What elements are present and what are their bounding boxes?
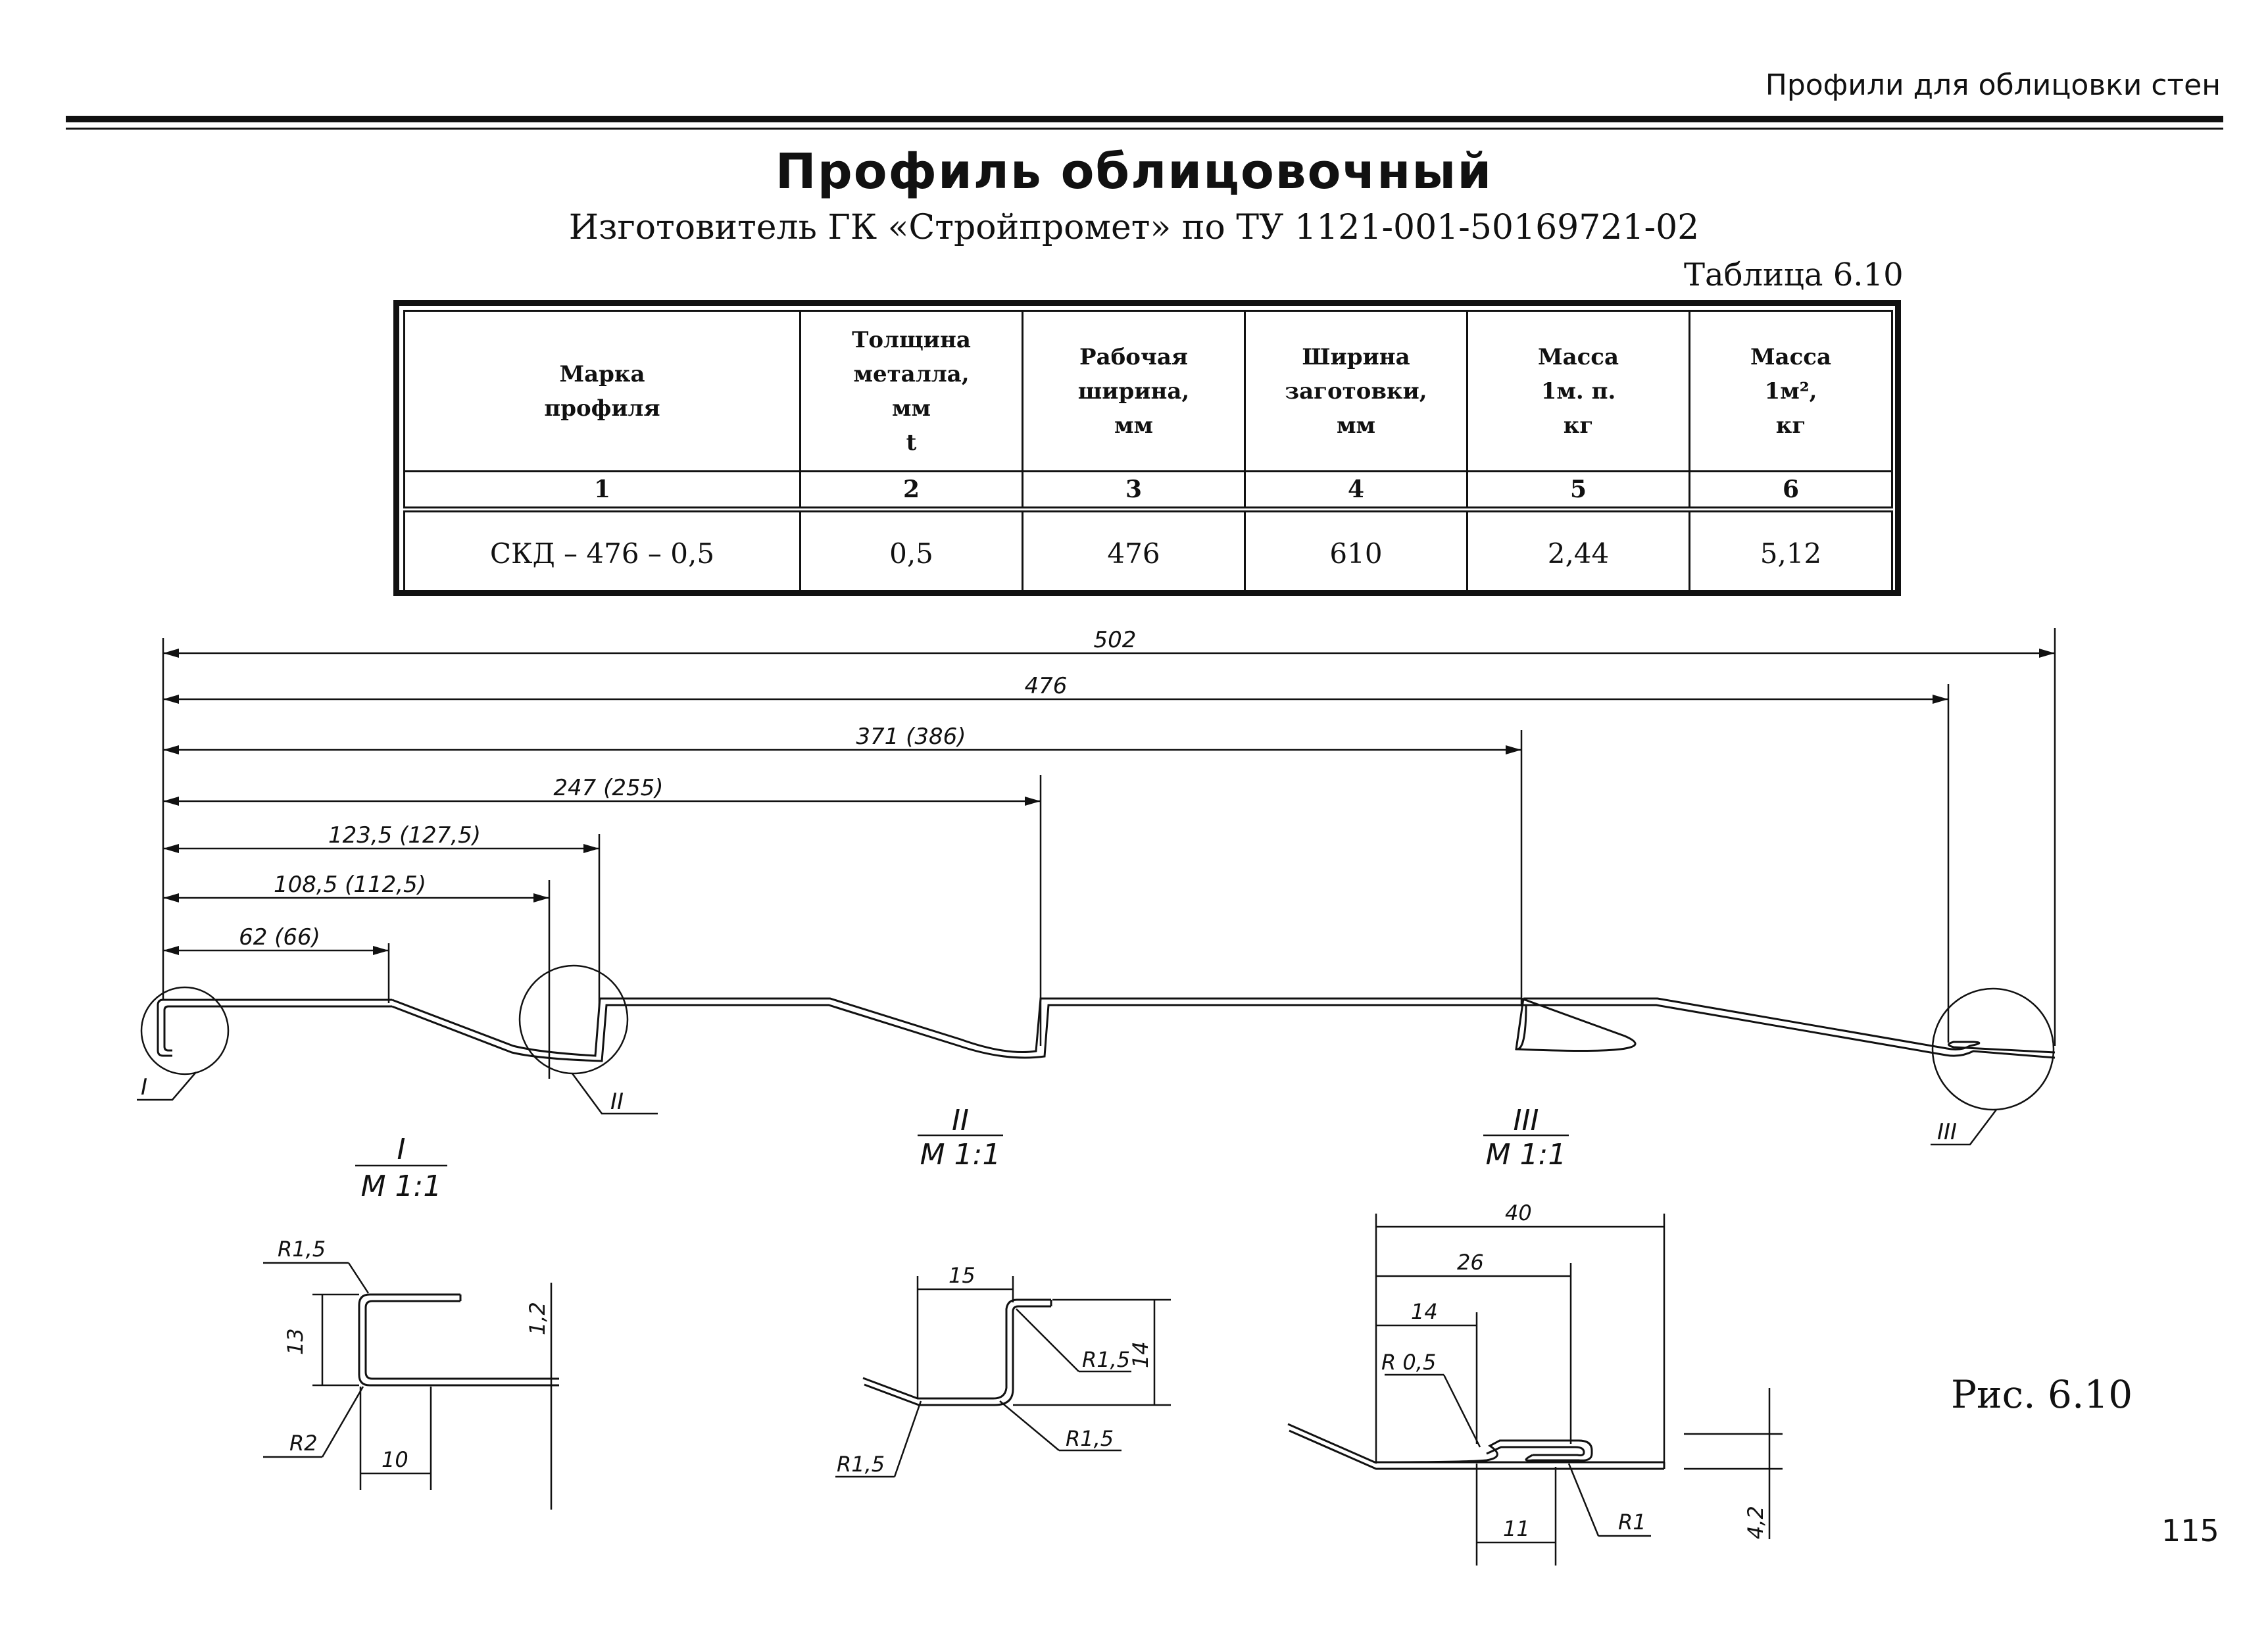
dimension-lines <box>163 652 2055 952</box>
detail-III-r0-5: R 0,5 <box>1381 1350 1436 1375</box>
detail-II-14: 14 <box>1128 1341 1153 1368</box>
column-number: 3 <box>1022 470 1246 510</box>
callout-circle-I <box>140 986 230 1075</box>
header-rule-thick <box>66 116 2223 122</box>
dim-123-5: 123,5 (127,5) <box>328 822 481 849</box>
running-title: Профили для облицовки стен <box>1765 68 2221 102</box>
detail-II-15: 15 <box>949 1263 975 1288</box>
detail-III-drawing <box>1287 1423 1665 1470</box>
detail-I-scale: M 1:1 <box>361 1170 442 1203</box>
detail-II-scale: M 1:1 <box>920 1138 1001 1172</box>
detail-III-14: 14 <box>1411 1299 1438 1324</box>
profile-outline <box>157 997 2056 1062</box>
dim-247: 247 (255) <box>553 775 663 801</box>
extension-lines <box>162 628 2056 1079</box>
detail-II-r1-5-top: R1,5 <box>1082 1347 1130 1372</box>
cell-blank-width: 610 <box>1244 508 1468 596</box>
dimension-texts: 502 476 371 (386) 247 (255) 123,5 (127,5… <box>239 627 1136 950</box>
detail-III-40: 40 <box>1505 1200 1532 1225</box>
table-column-numbers-row: 1 2 3 4 5 6 <box>403 470 1893 510</box>
detail-II-numeral: II <box>952 1104 969 1137</box>
detail-III-scale: M 1:1 <box>1486 1138 1567 1172</box>
detail-III-4-2: 4,2 <box>1743 1506 1768 1539</box>
detail-I-dimensions <box>263 1262 559 1510</box>
detail-I-1-2: 1,2 <box>525 1302 550 1335</box>
dim-62: 62 (66) <box>239 924 320 950</box>
detail-I-numeral: I <box>397 1133 406 1166</box>
detail-III-11: 11 <box>1503 1516 1530 1541</box>
header-rule-thin <box>66 128 2223 130</box>
table-row: СКД – 476 – 0,5 0,5 476 610 2,44 5,12 <box>403 508 1893 596</box>
detail-callouts <box>137 964 2055 1146</box>
page-number: 115 <box>2161 1513 2219 1548</box>
page-title: Профиль облицовочный <box>775 143 1493 200</box>
column-number: 5 <box>1466 470 1690 510</box>
column-number: 6 <box>1689 470 1893 510</box>
detail-I-13: 13 <box>283 1328 308 1355</box>
detail-I-drawing <box>358 1293 559 1387</box>
cell-metal-thickness: 0,5 <box>799 508 1023 596</box>
cell-working-width: 476 <box>1022 508 1246 596</box>
dim-371: 371 (386) <box>856 724 966 750</box>
callout-circle-III <box>1931 987 2055 1111</box>
detail-II-r1-5-left: R1,5 <box>837 1452 885 1477</box>
callout-label-I: I <box>141 1074 147 1100</box>
dimension-arrows <box>163 649 2055 955</box>
detail-II-r1-5-bottom: R1,5 <box>1066 1426 1114 1451</box>
table-caption: Таблица 6.10 <box>1684 257 1904 293</box>
detail-I-r1-5: R1,5 <box>278 1237 326 1262</box>
page-subtitle: Изготовитель ГК «Стройпромет» по ТУ 1121… <box>568 208 1700 247</box>
detail-III-dimensions <box>1375 1214 1783 1566</box>
detail-III-r1: R1 <box>1618 1510 1646 1535</box>
detail-II-dimensions <box>835 1276 1171 1478</box>
cell-mass-per-meter: 2,44 <box>1466 508 1690 596</box>
column-number: 4 <box>1244 470 1468 510</box>
figure-label: Рис. 6.10 <box>1951 1372 2133 1417</box>
cell-profile-grade: СКД – 476 – 0,5 <box>403 508 801 596</box>
detail-III-numeral: III <box>1514 1104 1539 1137</box>
dim-108-5: 108,5 (112,5) <box>274 872 426 898</box>
callout-label-III: III <box>1937 1119 1957 1145</box>
dim-476: 476 <box>1025 673 1068 699</box>
detail-III-26: 26 <box>1457 1250 1484 1275</box>
detail-I-r2: R2 <box>289 1431 318 1456</box>
callout-label-II: II <box>610 1089 624 1115</box>
cell-mass-per-sqm: 5,12 <box>1689 508 1893 596</box>
callout-circle-II <box>518 964 629 1075</box>
dim-502: 502 <box>1094 627 1137 653</box>
detail-I-10: 10 <box>382 1447 408 1472</box>
column-number: 2 <box>799 470 1023 510</box>
column-number: 1 <box>403 470 801 510</box>
